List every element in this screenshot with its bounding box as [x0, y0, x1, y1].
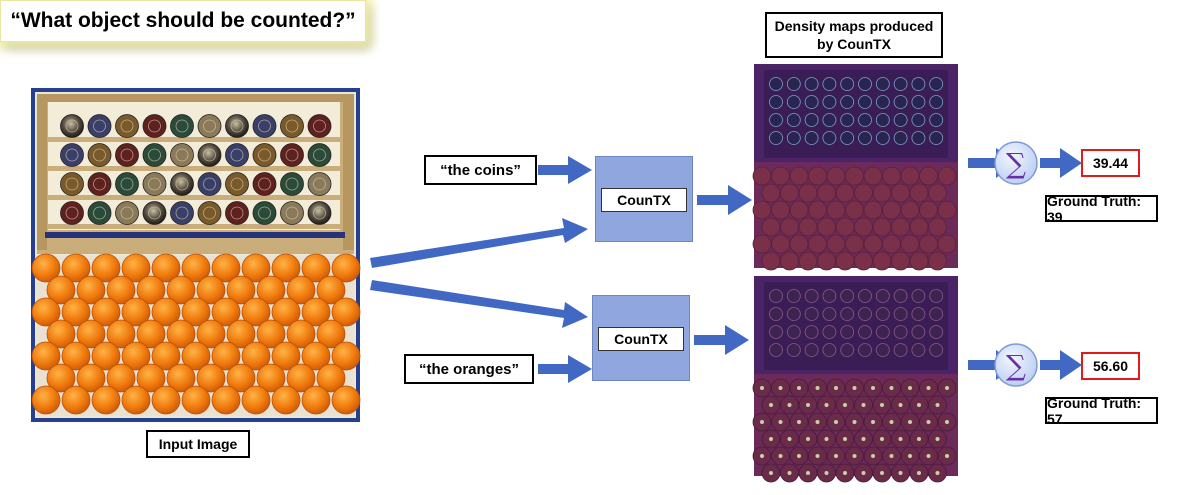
- input-image-label-text: Input Image: [158, 436, 238, 452]
- count-result-coins: 39.44: [1081, 149, 1140, 177]
- ground-truth-coins-text: Ground Truth: 39: [1047, 192, 1142, 225]
- countx-model-top: CounTX: [595, 156, 693, 242]
- ground-truth-oranges: Ground Truth: 57: [1045, 394, 1158, 427]
- arrow-coins-prompt: [538, 156, 592, 184]
- question-banner: “What object should be counted?”: [0, 0, 366, 42]
- prompt-the-oranges-text: “the oranges”: [418, 360, 520, 378]
- prompt-the-coins: “the coins”: [424, 155, 537, 185]
- density-map-coins: [752, 64, 958, 271]
- input-image-label: Input Image: [146, 430, 250, 458]
- sum-symbol-top: ∑: [1006, 147, 1026, 180]
- arrow-image-to-top-countx: [370, 218, 588, 268]
- density-maps-title: Density maps produced by CounTX: [765, 12, 943, 58]
- arrow-top-sigma-to-result: [1040, 148, 1082, 178]
- density-title-line2: by CounTX: [817, 36, 891, 52]
- ground-truth-oranges-text: Ground Truth: 57: [1047, 394, 1142, 427]
- density-title-line1: Density maps produced: [774, 18, 934, 34]
- sum-symbol-bottom: ∑: [1006, 349, 1026, 382]
- ground-truth-coins: Ground Truth: 39: [1045, 192, 1158, 225]
- arrow-image-to-bottom-countx: [370, 280, 588, 328]
- coin-rows: [48, 114, 340, 229]
- countx-label-top: CounTX: [601, 188, 687, 212]
- orange-field: [31, 253, 361, 415]
- countx-label-bottom: CounTX: [598, 327, 684, 351]
- count-result-oranges: 56.60: [1081, 352, 1140, 380]
- density-map-oranges: [752, 276, 958, 483]
- prompt-the-oranges: “the oranges”: [404, 354, 534, 384]
- arrow-oranges-prompt: [538, 355, 592, 383]
- sum-icon-top: [994, 141, 1038, 185]
- input-image: [31, 88, 361, 422]
- arrow-bottom-countx-to-map: [694, 325, 749, 355]
- sum-icon-bottom: [994, 343, 1038, 387]
- question-text: “What object should be counted?”: [10, 9, 356, 32]
- arrow-top-countx-to-map: [697, 185, 752, 215]
- count-result-coins-value: 39.44: [1092, 155, 1129, 171]
- prompt-the-coins-text: “the coins”: [440, 161, 521, 179]
- count-result-oranges-value: 56.60: [1092, 358, 1129, 374]
- countx-model-bottom: CounTX: [592, 295, 690, 381]
- arrow-bottom-sigma-to-result: [1040, 350, 1082, 380]
